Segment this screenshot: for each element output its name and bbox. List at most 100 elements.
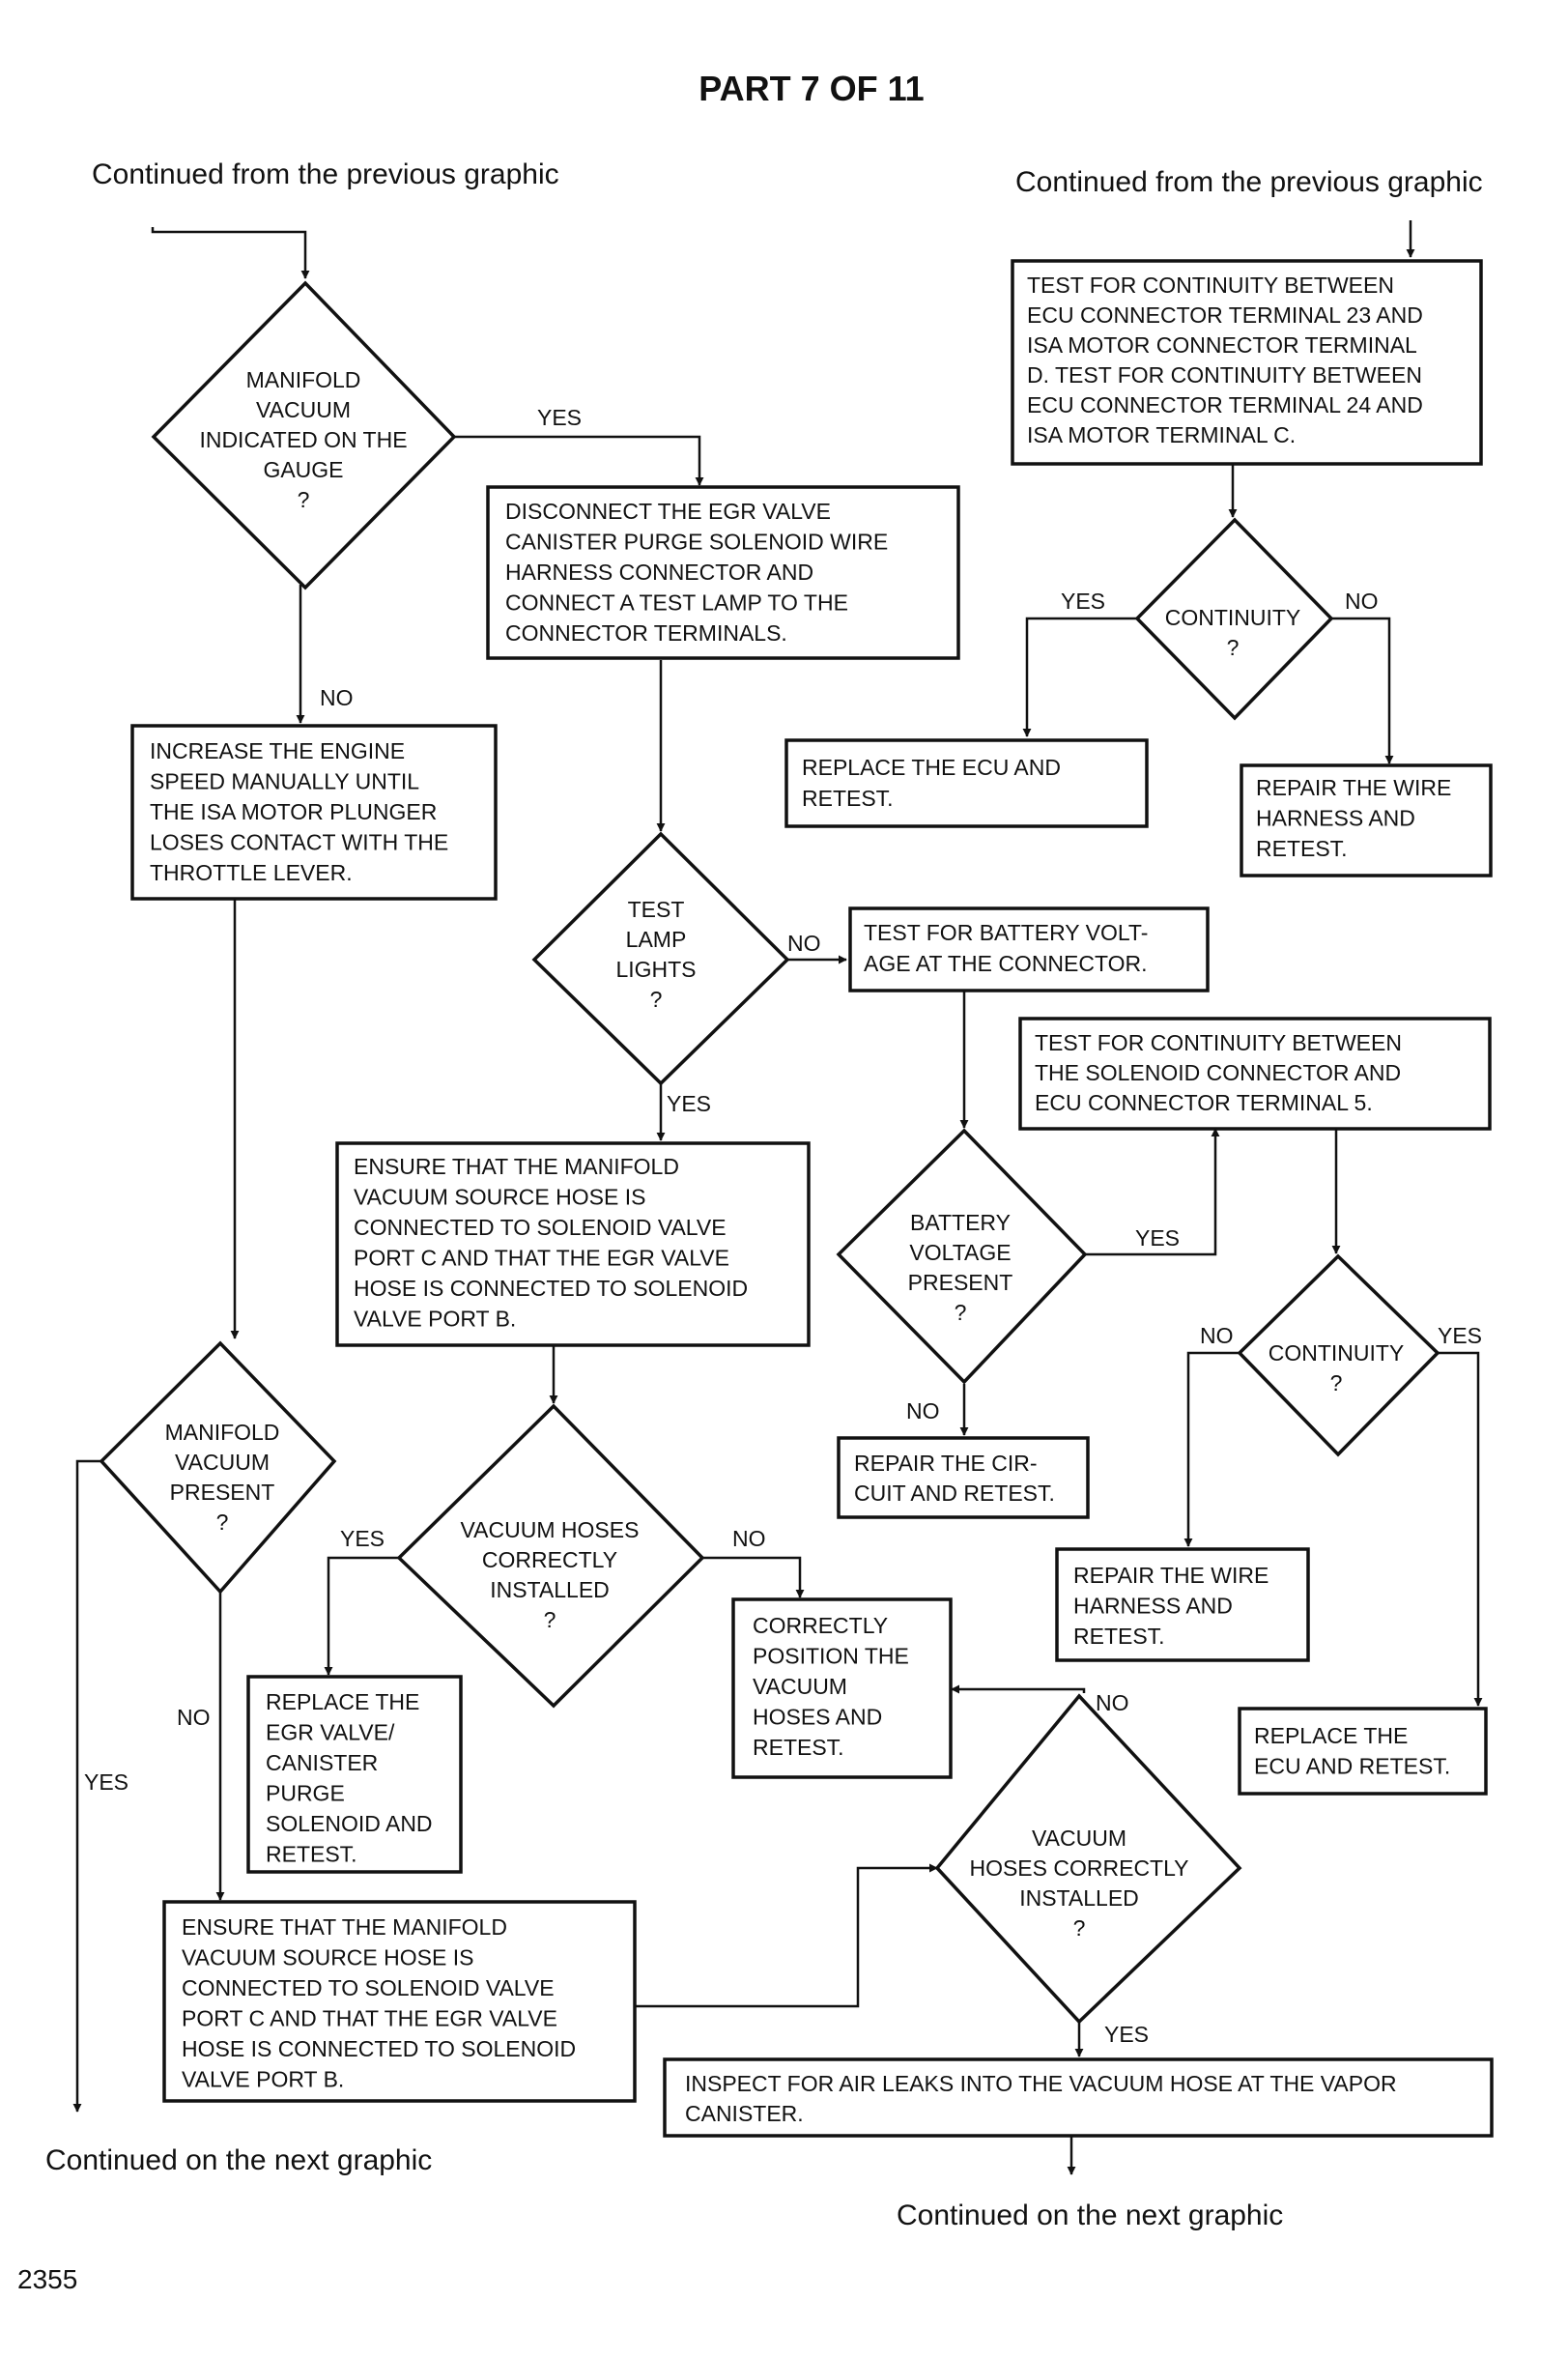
text-line: VACUUM SOURCE HOSE IS bbox=[182, 1945, 473, 1970]
decision-manifold-vacuum-gauge bbox=[151, 280, 457, 590]
text-line: ENSURE THAT THE MANIFOLD bbox=[182, 1914, 507, 1940]
process-replace-ecu-top bbox=[784, 738, 1149, 828]
text-line: D. TEST FOR CONTINUITY BETWEEN bbox=[1027, 362, 1422, 388]
connectors bbox=[72, 220, 1483, 2175]
text-line: DISCONNECT THE EGR VALVE bbox=[505, 499, 831, 524]
text-line: REPLACE THE bbox=[1254, 1723, 1408, 1748]
nodes bbox=[99, 259, 1494, 2138]
text-line: CUIT AND RETEST. bbox=[854, 1481, 1055, 1506]
text-line: PRESENT bbox=[908, 1270, 1013, 1295]
text-line: TEST bbox=[628, 897, 685, 922]
text-line: REPAIR THE WIRE bbox=[1256, 775, 1451, 800]
text-line: VACUUM SOURCE HOSE IS bbox=[354, 1185, 645, 1210]
text-line: INCREASE THE ENGINE bbox=[150, 738, 405, 763]
edge-label-yes: YES bbox=[1438, 1323, 1482, 1348]
text-line: SPEED MANUALLY UNTIL bbox=[150, 769, 419, 794]
edge-label-yes: YES bbox=[84, 1769, 128, 1795]
text-line: RETEST. bbox=[1256, 836, 1348, 861]
text-line: VACUUM bbox=[753, 1674, 847, 1699]
edge-label-no: NO bbox=[1345, 589, 1379, 614]
text-line: CONNECTED TO SOLENOID VALVE bbox=[182, 1975, 555, 2000]
text-line: CORRECTLY bbox=[482, 1547, 617, 1572]
decision-continuity-top-text: CONTINUITY? bbox=[1165, 605, 1301, 660]
text-line: GAUGE bbox=[263, 457, 343, 482]
text-line: VALVE PORT B. bbox=[182, 2067, 344, 2092]
edge-label-no: NO bbox=[1200, 1323, 1234, 1348]
process-replace-ecu-bottom bbox=[1238, 1707, 1488, 1796]
text-line: INSTALLED bbox=[490, 1577, 610, 1602]
text-line: ? bbox=[1330, 1370, 1343, 1395]
text-line: PURGE bbox=[266, 1781, 345, 1806]
process-repair-circuit bbox=[837, 1436, 1090, 1519]
process-test-battery-voltage bbox=[848, 906, 1210, 992]
text-line: ISA MOTOR TERMINAL C. bbox=[1027, 422, 1296, 447]
text-line: HOSE IS CONNECTED TO SOLENOID bbox=[354, 1276, 748, 1301]
decision-battery-voltage-present bbox=[836, 1128, 1088, 1385]
connector bbox=[72, 1459, 101, 2113]
connector bbox=[635, 1863, 938, 2008]
text-line: CANISTER. bbox=[685, 2101, 804, 2126]
text-line: CONTINUITY bbox=[1269, 1340, 1405, 1366]
text-line: ? bbox=[544, 1607, 556, 1632]
note-continued-previous-right: Continued from the previous graphic bbox=[1015, 166, 1483, 198]
text-line: MANIFOLD bbox=[165, 1420, 280, 1445]
text-line: HOSES AND bbox=[753, 1705, 882, 1730]
text-line: TEST FOR CONTINUITY BETWEEN bbox=[1027, 273, 1394, 298]
text-line: ECU CONNECTOR TERMINAL 5. bbox=[1035, 1090, 1373, 1115]
text-line: ? bbox=[1227, 635, 1240, 660]
process-inspect-air-leaks bbox=[663, 2057, 1494, 2138]
text-line: ? bbox=[216, 1510, 229, 1535]
text-line: ENSURE THAT THE MANIFOLD bbox=[354, 1154, 679, 1179]
connector bbox=[1438, 1351, 1483, 1707]
text-line: ECU CONNECTOR TERMINAL 24 AND bbox=[1027, 392, 1423, 417]
process-disconnect-egr bbox=[486, 485, 960, 660]
text-line: VACUUM bbox=[1032, 1826, 1126, 1851]
process-test-battery-voltage-text: TEST FOR BATTERY VOLT-AGE AT THE CONNECT… bbox=[864, 920, 1148, 976]
process-inspect-air-leaks-text: INSPECT FOR AIR LEAKS INTO THE VACUUM HO… bbox=[685, 2071, 1397, 2126]
edge-label-no: NO bbox=[320, 685, 354, 710]
text-line: TEST FOR BATTERY VOLT- bbox=[864, 920, 1148, 945]
decision-continuity-mid-text: CONTINUITY? bbox=[1269, 1340, 1405, 1395]
process-ensure-hoses-bottom-text: ENSURE THAT THE MANIFOLD VACUUM SOURCE HO… bbox=[182, 1914, 576, 2092]
text-line: REPAIR THE WIRE bbox=[1073, 1563, 1269, 1588]
process-ensure-hoses-bottom bbox=[162, 1900, 637, 2103]
text-line: CANISTER bbox=[266, 1750, 378, 1775]
text-line: CANISTER PURGE SOLENOID WIRE bbox=[505, 530, 888, 555]
text-line: VACUUM bbox=[175, 1450, 270, 1475]
note-continued-next-bottom: Continued on the next graphic bbox=[897, 2200, 1283, 2231]
text-line: ECU AND RETEST. bbox=[1254, 1754, 1450, 1779]
process-test-ecu-isa-continuity-text: TEST FOR CONTINUITY BETWEEN ECU CONNECTOR… bbox=[1027, 273, 1423, 447]
text-line: ISA MOTOR CONNECTOR TERMINAL bbox=[1027, 332, 1417, 358]
text-line: PRESENT bbox=[170, 1480, 275, 1505]
text-line: ? bbox=[1073, 1915, 1086, 1941]
text-line: THE ISA MOTOR PLUNGER bbox=[150, 799, 437, 824]
connector bbox=[951, 1684, 1086, 1694]
text-line: RETEST. bbox=[1073, 1624, 1165, 1649]
text-line: HOSES CORRECTLY bbox=[969, 1855, 1188, 1881]
text-line: VACUUM bbox=[256, 397, 351, 422]
edge-label-yes: YES bbox=[1104, 2022, 1149, 2047]
text-line: VOLTAGE bbox=[909, 1240, 1011, 1265]
edge-labels: YES NO YES NO NO YES YES NO NO YES YES N… bbox=[84, 405, 1482, 2047]
text-line: ? bbox=[955, 1300, 967, 1325]
decision-continuity-top bbox=[1134, 517, 1334, 721]
decision-vacuum-hoses-mid bbox=[396, 1403, 705, 1709]
text-line: REPLACE THE bbox=[266, 1689, 419, 1714]
text-line: LAMP bbox=[626, 927, 687, 952]
text-line: CONNECTED TO SOLENOID VALVE bbox=[354, 1215, 727, 1240]
text-line: CONTINUITY bbox=[1165, 605, 1301, 630]
text-line: LOSES CONTACT WITH THE bbox=[150, 830, 448, 855]
edge-label-no: NO bbox=[906, 1398, 940, 1423]
text-line: THROTTLE LEVER. bbox=[150, 860, 353, 885]
process-replace-ecu-bottom-text: REPLACE THE ECU AND RETEST. bbox=[1254, 1723, 1450, 1779]
text-line: ECU CONNECTOR TERMINAL 23 AND bbox=[1027, 302, 1423, 328]
process-test-ecu-isa-continuity bbox=[1011, 259, 1483, 466]
decision-continuity-mid bbox=[1237, 1253, 1440, 1457]
text-line: REPLACE THE ECU AND bbox=[802, 755, 1061, 780]
connector bbox=[454, 435, 704, 486]
